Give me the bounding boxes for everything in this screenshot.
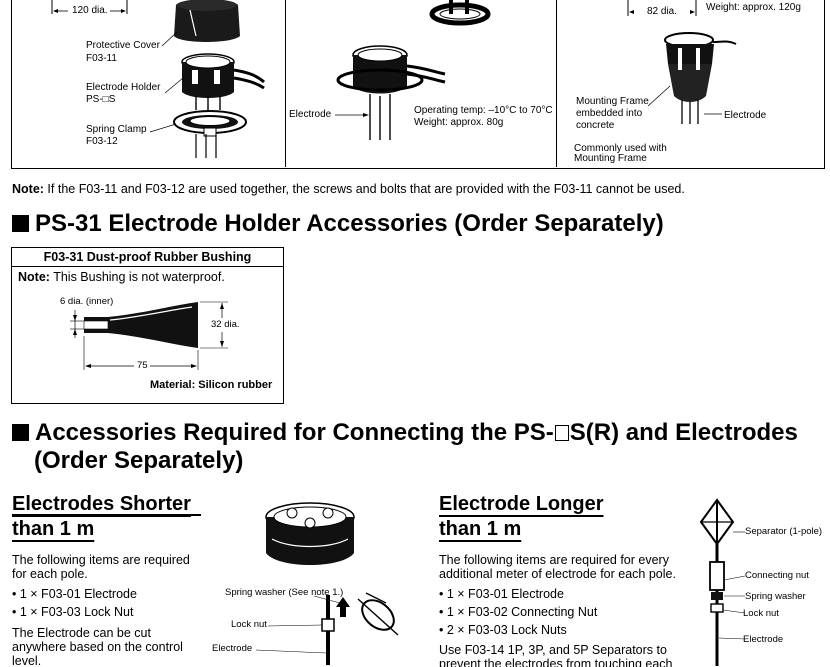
section-marker-icon (12, 215, 29, 232)
lock-nut-label: Lock nut (231, 619, 267, 630)
shorter-cut-note: anywhere based on the control (12, 640, 183, 654)
accessory-table (11, 0, 825, 169)
weight-80: Weight: approx. 80g (414, 117, 504, 128)
shorter-intro: The following items are required (12, 553, 190, 567)
operating-temp: Operating temp: –10°C to 70°C (414, 105, 553, 116)
list-item: 1 × F03-03 Lock Nut (12, 603, 137, 621)
longer-heading: Electrode Longer (439, 493, 604, 515)
spring-clamp-code: F03-12 (86, 136, 118, 147)
commonly-used-note: Mounting Frame (574, 153, 647, 164)
spring-washer-label: Spring washer (See note 1.) (225, 587, 344, 598)
connecting-nut-illustration (699, 498, 746, 666)
connecting-nut-label: Connecting nut (745, 570, 809, 581)
shorter-cut-note: The Electrode can be cut (12, 626, 151, 640)
electrode-label: Electrode (289, 109, 332, 120)
protective-cover-label: Protective Cover (86, 40, 160, 51)
length-dimension: 75 (137, 360, 148, 371)
table-divider (556, 0, 558, 167)
note-text: This Bushing is not waterproof. (49, 270, 225, 284)
electrode-holder-code: PS-□S (86, 94, 116, 105)
list-item: 1 × F03-02 Connecting Nut (439, 603, 597, 621)
holder-connection-illustration (255, 502, 399, 665)
mounting-frame-label: Mounting Frame (576, 96, 649, 107)
heading-underline (12, 514, 201, 516)
protective-cover-illustration (51, 0, 265, 158)
section-title-line2: (Order Separately) (34, 447, 244, 474)
longer-item-list: 1 × F03-01 Electrode 1 × F03-02 Connecti… (439, 585, 597, 639)
inner-dimension: 6 dia. (inner) (60, 296, 114, 307)
section-marker-icon (12, 424, 29, 441)
note-text: If the F03-11 and F03-12 are used togeth… (43, 182, 685, 196)
shorter-cut-note: level. (12, 654, 42, 667)
spring-washer-label: Spring washer (745, 591, 806, 602)
electrode-holder-label: Electrode Holder (86, 82, 161, 93)
section-title: PS-31 Electrode Holder Accessories (Orde… (12, 210, 664, 238)
protective-cover-code: F03-11 (86, 53, 117, 64)
mounting-frame-label: embedded into (576, 108, 643, 119)
dimension-label: 120 dia. (72, 5, 108, 16)
section-title-text: PS-31 Electrode Holder Accessories (Orde… (35, 210, 664, 237)
shorter-heading: Electrodes Shorter (12, 493, 191, 515)
list-item: 1 × F03-01 Electrode (12, 585, 137, 603)
weight-120: Weight: approx. 120g (706, 2, 801, 13)
bushing-note: Note: This Bushing is not waterproof. (18, 270, 225, 284)
lock-nut-label: Lock nut (743, 608, 779, 619)
separator-label: Separator (1-pole) (745, 526, 823, 537)
section-title-text: Accessories Required for Connecting the … (35, 419, 554, 446)
list-item: 1 × F03-01 Electrode (439, 585, 597, 603)
longer-intro: additional meter of electrode for each p… (439, 567, 676, 581)
electrode-label: Electrode (724, 110, 767, 121)
list-item: 2 × F03-03 Lock Nuts (439, 621, 597, 639)
section-title: Accessories Required for Connecting the … (12, 419, 798, 447)
spring-clamp-label: Spring Clamp (86, 124, 147, 135)
electrode-holder-illustration (335, 0, 491, 140)
longer-heading: than 1 m (439, 518, 522, 540)
electrode-label: Electrode (743, 634, 784, 645)
material-label: Material: Silicon rubber (150, 379, 273, 391)
shorter-intro: for each pole. (12, 567, 88, 581)
longer-intro: The following items are required for eve… (439, 553, 669, 567)
electrode-label: Electrode (212, 643, 253, 654)
commonly-used-note: Commonly used with (574, 143, 667, 154)
mounting-frame-illustration (627, 0, 737, 124)
rubber-bushing-drawing (70, 301, 228, 370)
longer-separator-note: prevent the electrodes from touching eac… (439, 657, 673, 667)
longer-separator-note: Use F03-14 1P, 3P, and 5P Separators to (439, 643, 667, 657)
outer-dimension: 32 dia. (211, 319, 240, 330)
mounting-frame-label: concrete (576, 120, 615, 131)
note-label: Note: (12, 182, 44, 196)
table-divider (285, 0, 287, 167)
shorter-heading: than 1 m (12, 518, 95, 540)
placeholder-box-icon (554, 425, 569, 441)
section-title-text: S(R) and Electrodes (569, 419, 798, 446)
dimension-label: 82 dia. (647, 6, 678, 17)
shorter-item-list: 1 × F03-01 Electrode 1 × F03-03 Lock Nut (12, 585, 137, 621)
compatibility-note: Note: If the F03-11 and F03-12 are used … (12, 182, 685, 196)
bushing-box: F03-31 Dust-proof Rubber Bushing (11, 247, 284, 404)
note-label: Note: (18, 270, 50, 284)
bushing-header: F03-31 Dust-proof Rubber Bushing (12, 248, 283, 267)
